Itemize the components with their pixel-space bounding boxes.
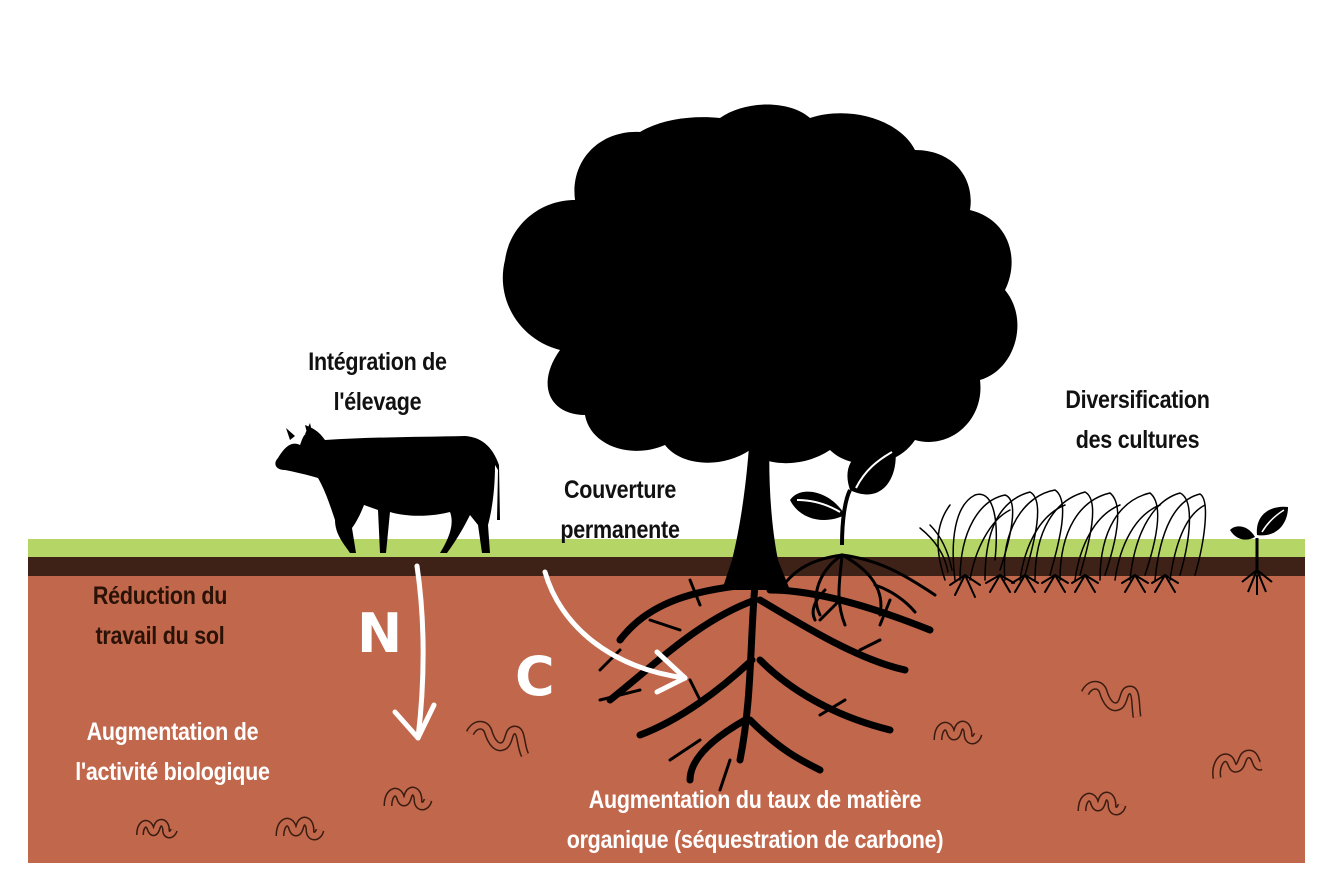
biology-label-line2: l'activité biologique	[75, 758, 270, 786]
cover-label-line2: permanente	[560, 516, 680, 544]
crop-plants-icon	[919, 489, 1207, 598]
topsoil-layer	[28, 557, 1305, 576]
tillage-label-line2: travail du sol	[95, 622, 225, 650]
seedling-icon	[1230, 506, 1288, 595]
arrow-icon	[542, 569, 688, 695]
organic-matter-label-line2: organique (séquestration de carbone)	[566, 826, 944, 854]
diversification-label-line2: des cultures	[1075, 426, 1200, 454]
tree-icon	[502, 104, 1018, 792]
livestock-label-line2: l'élevage	[333, 388, 422, 416]
nitrogen-symbol: N	[357, 602, 403, 665]
seedling-icon	[778, 445, 937, 627]
livestock-label: Intégration de l'élevage	[281, 342, 475, 422]
organic-matter-label: Augmentation du taux de matière organiqu…	[519, 780, 992, 860]
tillage-label: Réduction du travail du sol	[74, 576, 246, 656]
cover-label: Couverture permanente	[543, 470, 698, 550]
diversification-label: Diversification des cultures	[1045, 380, 1230, 460]
cow-icon	[275, 423, 500, 553]
livestock-label-line1: Intégration de	[308, 348, 447, 376]
organic-matter-label-line1: Augmentation du taux de matière	[588, 786, 922, 814]
diversification-label-line1: Diversification	[1065, 386, 1210, 414]
cover-label-line1: Couverture	[563, 476, 677, 504]
biology-label-line1: Augmentation de	[86, 718, 259, 746]
carbon-symbol: C	[515, 645, 555, 708]
biology-label: Augmentation de l'activité biologique	[54, 712, 291, 792]
arrow-icon	[392, 563, 437, 741]
earthworm-icon	[136, 680, 1264, 841]
tillage-label-line1: Réduction du	[92, 582, 228, 610]
